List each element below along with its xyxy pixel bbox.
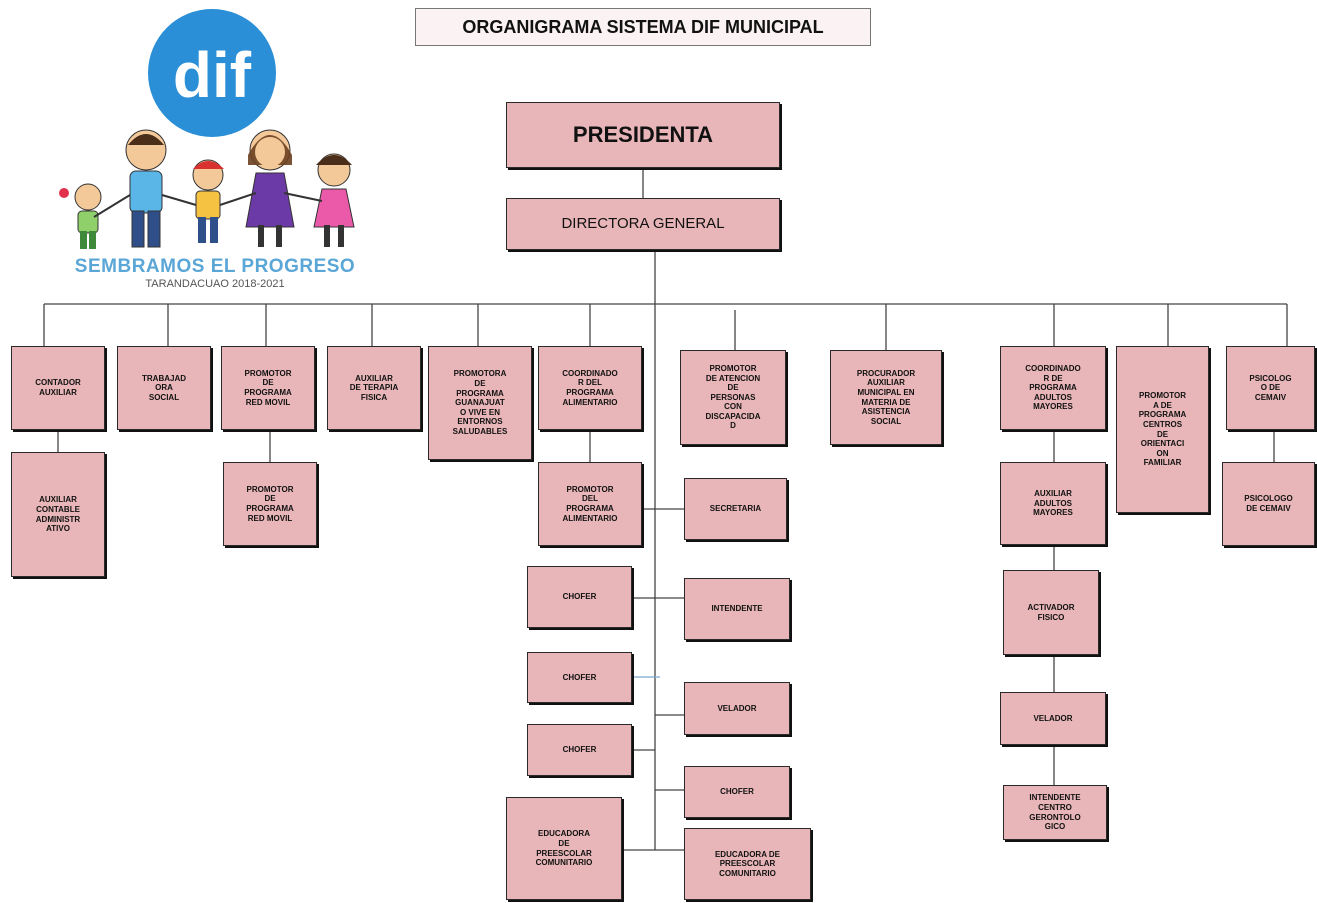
node-label: AUXILIAR CONTABLE ADMINISTR ATIVO xyxy=(35,495,81,534)
logo-slogan: SEMBRAMOS EL PROGRESO xyxy=(74,256,356,277)
node-educadora-left: EDUCADORA DE PREESCOLAR COMUNITARIO xyxy=(506,797,622,900)
node-label: CHOFER xyxy=(562,592,597,602)
node-auxiliar-adultos: AUXILIAR ADULTOS MAYORES xyxy=(1000,462,1106,545)
node-auxiliar-terapia: AUXILIAR DE TERAPIA FISICA xyxy=(327,346,421,430)
node-label: CHOFER xyxy=(562,672,597,682)
node-psicologo-cemaiv: PSICOLOG O DE CEMAIV xyxy=(1226,346,1315,430)
node-presidenta: PRESIDENTA xyxy=(506,102,780,168)
node-label: PSICOLOG O DE CEMAIV xyxy=(1249,373,1292,402)
node-promotor-red-movil-2: PROMOTOR DE PROGRAMA RED MOVIL xyxy=(223,462,317,546)
node-auxiliar-contable: AUXILIAR CONTABLE ADMINISTR ATIVO xyxy=(11,452,105,577)
node-label: PROCURADOR AUXILIAR MUNICIPAL EN MATERIA… xyxy=(856,368,916,426)
node-label: AUXILIAR DE TERAPIA FISICA xyxy=(349,373,399,402)
node-label: CHOFER xyxy=(562,745,597,755)
node-label: VELADOR xyxy=(717,703,757,713)
node-intendente-centro: INTENDENTE CENTRO GERONTOLO GICO xyxy=(1003,785,1107,840)
node-activador-fisico: ACTIVADOR FISICO xyxy=(1003,570,1099,655)
node-promotora-centros: PROMOTOR A DE PROGRAMA CENTROS DE ORIENT… xyxy=(1116,346,1209,513)
node-chofer-1: CHOFER xyxy=(527,566,632,628)
node-label: PROMOTOR DE ATENCION DE PERSONAS CON DIS… xyxy=(705,363,761,431)
node-label: PROMOTOR A DE PROGRAMA CENTROS DE ORIENT… xyxy=(1138,391,1187,468)
node-label: CHOFER xyxy=(720,787,754,797)
node-label: COORDINADO R DEL PROGRAMA ALIMENTARIO xyxy=(562,368,618,407)
node-label: PROMOTOR DEL PROGRAMA ALIMENTARIO xyxy=(562,484,618,523)
node-label: VELADOR xyxy=(1033,713,1073,723)
page-title: ORGANIGRAMA SISTEMA DIF MUNICIPAL xyxy=(415,8,871,46)
node-velador-adultos: VELADOR xyxy=(1000,692,1106,745)
node-coordinador-adultos: COORDINADO R DE PROGRAMA ADULTOS MAYORES xyxy=(1000,346,1106,430)
node-promotor-alimentario: PROMOTOR DEL PROGRAMA ALIMENTARIO xyxy=(538,462,642,546)
dif-logo: dif xyxy=(50,5,380,295)
node-label: COORDINADO R DE PROGRAMA ADULTOS MAYORES xyxy=(1025,364,1081,412)
node-label: EDUCADORA DE PREESCOLAR COMUNITARIO xyxy=(714,849,781,878)
node-label: PRESIDENTA xyxy=(572,121,714,147)
node-label: TRABAJAD ORA SOCIAL xyxy=(142,373,186,402)
node-velador: VELADOR xyxy=(684,682,790,735)
node-contador-auxiliar: CONTADOR AUXILIAR xyxy=(11,346,105,430)
node-label: ACTIVADOR FISICO xyxy=(1027,602,1075,622)
family-illustration-icon: dif xyxy=(59,9,355,249)
node-chofer-3: CHOFER xyxy=(527,724,632,776)
node-chofer-2: CHOFER xyxy=(527,652,632,703)
node-label: PSICOLOGO DE CEMAIV xyxy=(1244,494,1293,513)
node-label: CONTADOR AUXILIAR xyxy=(35,378,81,397)
node-label: PROMOTOR DE PROGRAMA RED MOVIL xyxy=(246,484,294,523)
node-label: SECRETARIA xyxy=(709,504,762,514)
node-trabajo-social: TRABAJAD ORA SOCIAL xyxy=(117,346,211,430)
node-label: PROMOTOR DE PROGRAMA RED MOVIL xyxy=(244,368,292,407)
node-promotora-guanajuato: PROMOTORA DE PROGRAMA GUANAJUAT O VIVE E… xyxy=(428,346,532,460)
node-psicologo-cemaiv-2: PSICOLOGO DE CEMAIV xyxy=(1222,462,1315,546)
node-label: INTENDENTE xyxy=(711,604,763,614)
node-promotor-discapacidad: PROMOTOR DE ATENCION DE PERSONAS CON DIS… xyxy=(680,350,786,445)
node-procurador: PROCURADOR AUXILIAR MUNICIPAL EN MATERIA… xyxy=(830,350,942,445)
node-educadora-right: EDUCADORA DE PREESCOLAR COMUNITARIO xyxy=(684,828,811,900)
svg-text:dif: dif xyxy=(173,39,252,111)
node-label: PROMOTORA DE PROGRAMA GUANAJUAT O VIVE E… xyxy=(452,369,508,436)
node-label: EDUCADORA DE PREESCOLAR COMUNITARIO xyxy=(535,829,593,868)
node-chofer-right: CHOFER xyxy=(684,766,790,818)
node-promotor-red-movil: PROMOTOR DE PROGRAMA RED MOVIL xyxy=(221,346,315,430)
node-label: DIRECTORA GENERAL xyxy=(561,215,725,232)
node-coordinador-alimentario: COORDINADO R DEL PROGRAMA ALIMENTARIO xyxy=(538,346,642,430)
node-intendente: INTENDENTE xyxy=(684,578,790,640)
node-secretaria: SECRETARIA xyxy=(684,478,787,540)
node-label: AUXILIAR ADULTOS MAYORES xyxy=(1033,489,1073,518)
node-label: INTENDENTE CENTRO GERONTOLO GICO xyxy=(1029,793,1081,832)
logo-period: TARANDACUAO 2018-2021 xyxy=(145,278,285,290)
node-directora-general: DIRECTORA GENERAL xyxy=(506,198,780,250)
